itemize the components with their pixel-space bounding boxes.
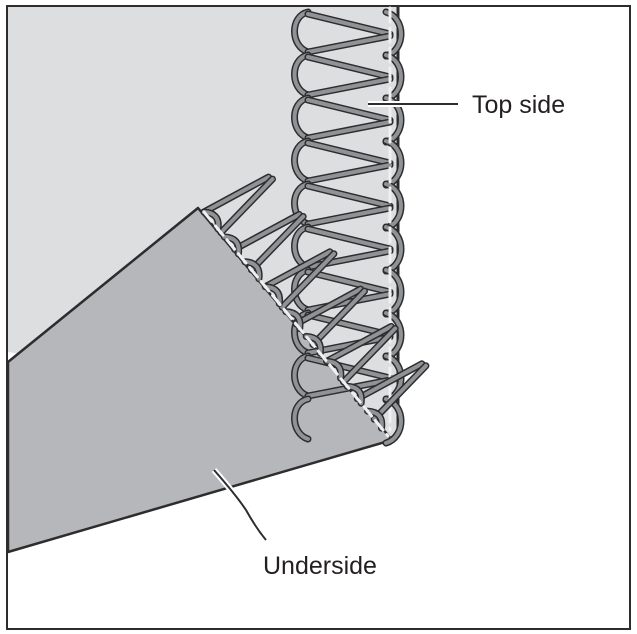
diag-stitch-leg-b — [310, 289, 367, 347]
chain-loop — [292, 139, 310, 183]
diag-stitch-leg-b — [218, 177, 275, 235]
stitch-leg-lower — [306, 163, 392, 183]
stitch-leg-upper — [306, 55, 392, 79]
stitch-leg-lower — [306, 34, 392, 54]
diag-edge-wrap — [324, 359, 343, 381]
top-side-label: Top side — [472, 91, 565, 119]
diag-edge-wrap — [202, 210, 221, 231]
stitch-leg-lower — [306, 206, 392, 226]
chain-loop — [292, 182, 310, 226]
diag-stitch-leg-b — [372, 363, 428, 422]
stitch-leg-upper — [306, 141, 392, 165]
stitch-leg-upper — [306, 356, 392, 380]
stitch-leg-lower — [306, 77, 392, 97]
diag-stitch-leg-a — [355, 361, 424, 401]
diag-edge-wrap — [242, 259, 262, 281]
frame-border — [6, 5, 631, 630]
stitch-leg-lower — [306, 120, 392, 140]
diag-stitch-leg-b — [249, 214, 306, 272]
diag-edge-wrap — [345, 384, 364, 406]
chain-loop — [292, 311, 310, 355]
chain-loop — [292, 10, 310, 54]
underside-label: Underside — [263, 552, 377, 580]
stitch-leg-upper — [306, 270, 392, 294]
diag-edge-wrap — [304, 334, 323, 356]
diag-stitch-leg-a — [294, 287, 363, 326]
diag-stitch-leg-a — [202, 175, 271, 214]
chain-loop — [292, 354, 310, 398]
stitch-leg-upper — [306, 12, 392, 36]
chain-loop — [292, 96, 310, 140]
diag-stitch-leg-b — [280, 251, 336, 310]
chain-loop — [292, 53, 310, 97]
diag-edge-wrap — [283, 309, 302, 331]
diagonal-overlock-stitches — [200, 173, 430, 438]
chain-loop — [292, 268, 310, 312]
diag-stitch-leg-a — [232, 212, 302, 252]
stitch-leg-upper — [306, 227, 392, 251]
underside-leader-line-stroke — [213, 469, 267, 541]
diag-stitch-leg-a — [324, 324, 394, 364]
chain-loop — [292, 397, 310, 441]
diag-stitch-leg-b — [341, 326, 398, 384]
diag-edge-wrap — [222, 234, 241, 256]
diag-edge-wrap — [365, 409, 384, 431]
diag-stitch-leg-a — [263, 249, 332, 289]
diag-edge-wrap — [263, 284, 282, 306]
stitch-leg-upper — [306, 98, 392, 122]
needle-thread-diagonal — [202, 210, 390, 438]
stitch-leg-upper — [306, 184, 392, 208]
